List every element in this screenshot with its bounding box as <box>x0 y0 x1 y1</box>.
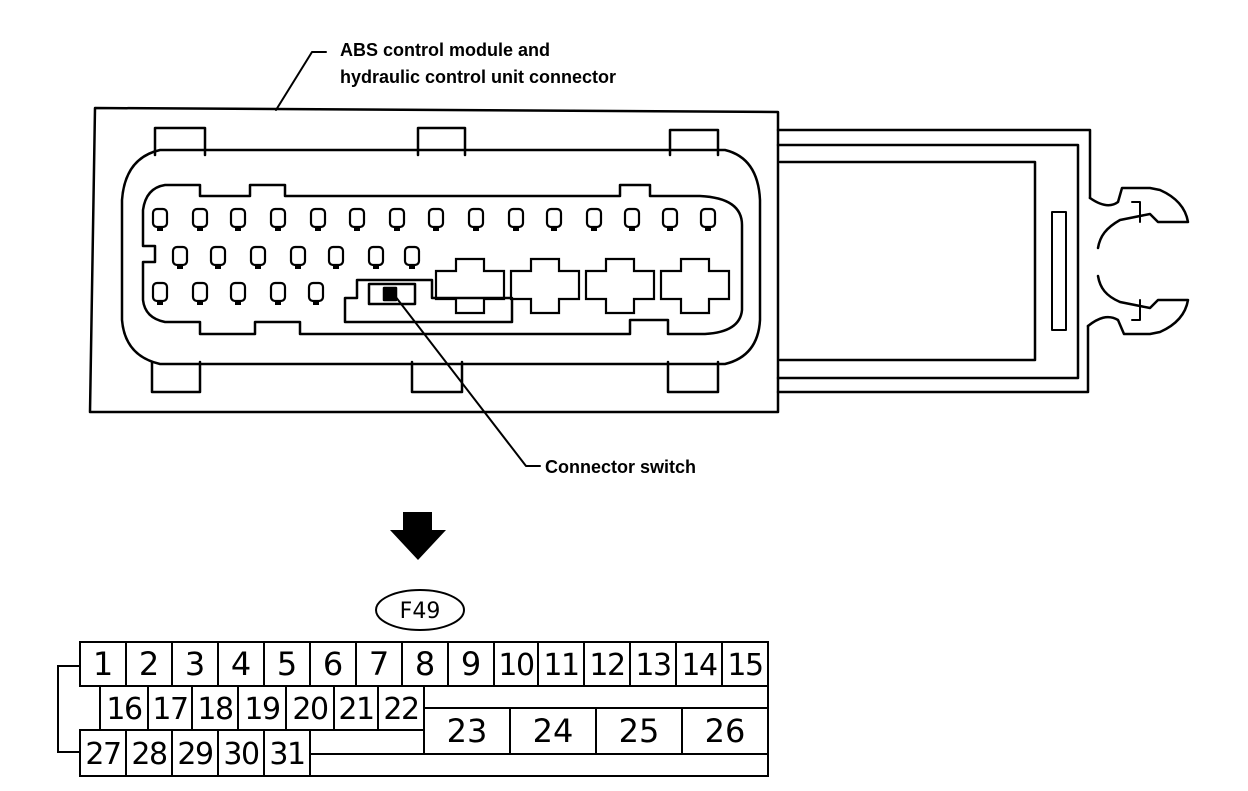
latch-hook-bottom <box>1086 274 1190 336</box>
module-label-line1: ABS control module and <box>340 40 550 60</box>
terminal-number-24: 24 <box>533 712 574 750</box>
lock-tab-top-left <box>153 126 207 157</box>
terminal-number-31: 31 <box>269 737 304 772</box>
pin-cavity-15 <box>699 207 717 231</box>
switch-label: Connector switch <box>545 457 696 477</box>
pin-cavity-2 <box>191 207 209 231</box>
pin-cavity-22 <box>403 245 421 269</box>
pin-cavity-13 <box>623 207 641 231</box>
terminal-number-4: 4 <box>231 645 251 683</box>
terminal-number-12: 12 <box>589 648 624 683</box>
pin-cavity-14 <box>661 207 679 231</box>
terminal-number-20: 20 <box>292 692 328 727</box>
connector-id: F49 <box>400 599 441 624</box>
large-cavity-23 <box>434 257 506 315</box>
terminal-layout-grid <box>57 641 769 777</box>
grid-bottom-rail <box>310 753 769 777</box>
latch-hook-top <box>1088 186 1190 250</box>
module-label-line2: hydraulic control unit connector <box>340 67 616 87</box>
grid-side-tab <box>57 665 80 753</box>
switch-callout-leader <box>394 295 541 467</box>
terminal-number-1: 1 <box>93 645 113 683</box>
large-cavity-24 <box>509 257 581 315</box>
terminal-number-10: 10 <box>498 648 534 683</box>
pin-cavity-3 <box>229 207 247 231</box>
terminal-number-14: 14 <box>681 648 717 683</box>
lock-tab-top-right <box>668 128 720 157</box>
latch-hook-detail <box>1131 201 1141 321</box>
large-cavity-25 <box>584 257 656 315</box>
pin-cavity-9 <box>467 207 485 231</box>
down-arrow-icon <box>390 512 446 560</box>
pin-cavity-1 <box>151 207 169 231</box>
terminal-number-16: 16 <box>106 692 142 727</box>
pin-cavity-30 <box>269 281 287 305</box>
terminal-pin-cavities <box>151 207 717 305</box>
terminal-number-17: 17 <box>152 692 187 727</box>
pin-cavity-4 <box>269 207 287 231</box>
terminal-number-29: 29 <box>177 737 212 772</box>
terminal-number-15: 15 <box>727 648 762 683</box>
terminal-number-30: 30 <box>223 737 259 772</box>
pin-cavity-8 <box>427 207 445 231</box>
module-callout-leader <box>275 51 327 111</box>
terminal-number-19: 19 <box>244 692 279 727</box>
latch-arm-inner <box>776 143 1080 380</box>
pin-cavity-5 <box>309 207 327 231</box>
latch-release-slot <box>1051 211 1067 331</box>
connector-switch-knob <box>382 286 398 302</box>
pin-cavity-12 <box>585 207 603 231</box>
large-terminal-cavities <box>434 257 731 315</box>
pin-cavity-21 <box>367 245 385 269</box>
pin-cavity-19 <box>289 245 307 269</box>
pin-cavity-29 <box>229 281 247 305</box>
terminal-number-3: 3 <box>185 645 205 683</box>
lock-tab-bottom-right <box>666 360 720 394</box>
latch-window <box>778 160 1037 362</box>
pin-cavity-16 <box>171 245 189 269</box>
terminal-number-2: 2 <box>139 645 159 683</box>
connector-face-inner <box>141 183 744 336</box>
terminal-number-11: 11 <box>543 648 578 683</box>
connector-housing <box>88 106 780 414</box>
lock-tab-bottom-left <box>150 360 202 394</box>
connector-id-badge <box>375 589 465 631</box>
terminal-number-21: 21 <box>338 692 373 727</box>
terminal-number-18: 18 <box>197 692 233 727</box>
terminal-number-27: 27 <box>85 737 120 772</box>
terminal-number-22: 22 <box>383 692 418 727</box>
terminal-number-7: 7 <box>369 645 389 683</box>
terminal-number-6: 6 <box>323 645 343 683</box>
latch-arm <box>776 128 1092 394</box>
connector-switch-housing <box>343 278 514 324</box>
pin-cavity-27 <box>151 281 169 305</box>
pin-cavity-31 <box>307 281 325 305</box>
pin-cavity-28 <box>191 281 209 305</box>
lock-tab-bottom-center <box>410 360 464 394</box>
lock-tab-top-center <box>416 126 467 157</box>
terminal-number-8: 8 <box>415 645 435 683</box>
pin-cavity-7 <box>388 207 406 231</box>
terminal-number-26: 26 <box>705 712 746 750</box>
terminal-number-5: 5 <box>277 645 297 683</box>
pin-cavity-20 <box>327 245 345 269</box>
terminal-number-25: 25 <box>619 712 660 750</box>
connector-face-shell <box>120 148 762 366</box>
terminal-number-23: 23 <box>447 712 488 750</box>
pin-cavity-11 <box>545 207 563 231</box>
pin-cavity-17 <box>209 245 227 269</box>
pin-cavity-6 <box>348 207 366 231</box>
pin-cavity-18 <box>249 245 267 269</box>
terminal-number-28: 28 <box>131 737 167 772</box>
connector-switch <box>367 282 417 306</box>
large-terminal-header <box>423 685 769 709</box>
terminal-number-9: 9 <box>461 645 481 683</box>
pin-cavity-10 <box>507 207 525 231</box>
terminal-number-13: 13 <box>635 648 670 683</box>
large-cavity-26 <box>659 257 731 315</box>
